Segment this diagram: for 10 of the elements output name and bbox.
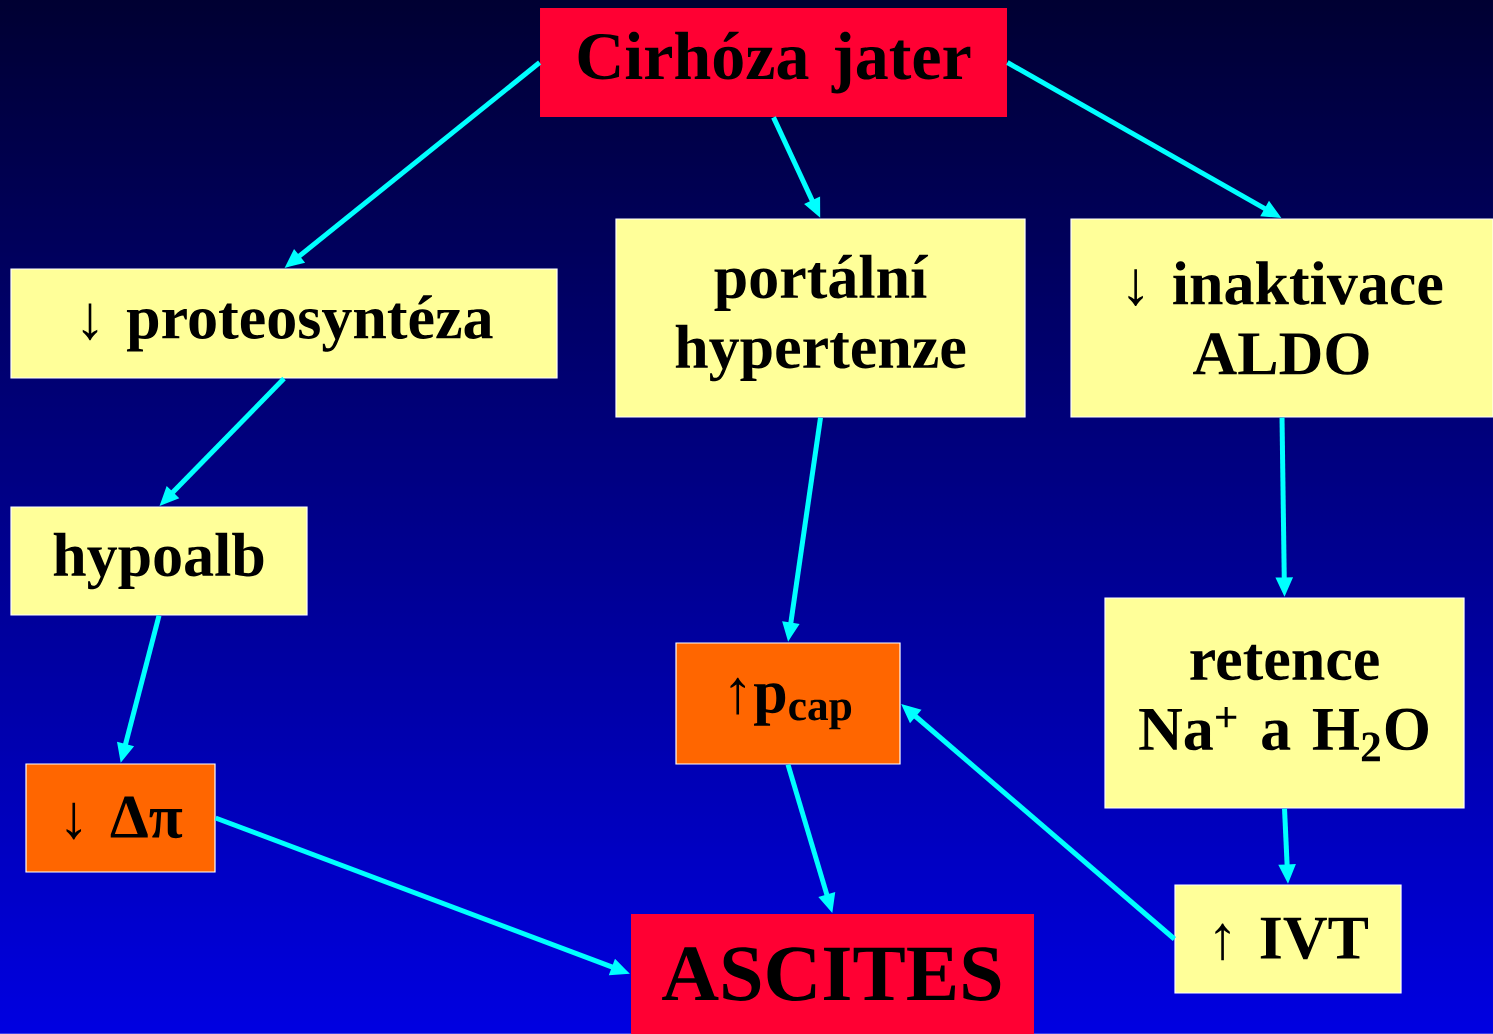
process-box: hypoalb — [10, 506, 308, 616]
process-box: ↓ proteosyntéza — [10, 268, 558, 379]
process-box: ↓ inaktivace ALDO — [1070, 218, 1493, 418]
process-box: ↑ IVT — [1174, 884, 1402, 994]
process-box: ↓ Δπ — [25, 763, 216, 873]
title-box: Cirhóza jater — [540, 8, 1007, 117]
process-box: ↑p$_{cap}$ — [675, 642, 901, 765]
result-box: ASCITES — [631, 914, 1034, 1034]
process-box: retence Na$^{+}$ a H$_{2}$O — [1104, 597, 1465, 809]
process-box: portální hypertenze — [615, 218, 1026, 418]
